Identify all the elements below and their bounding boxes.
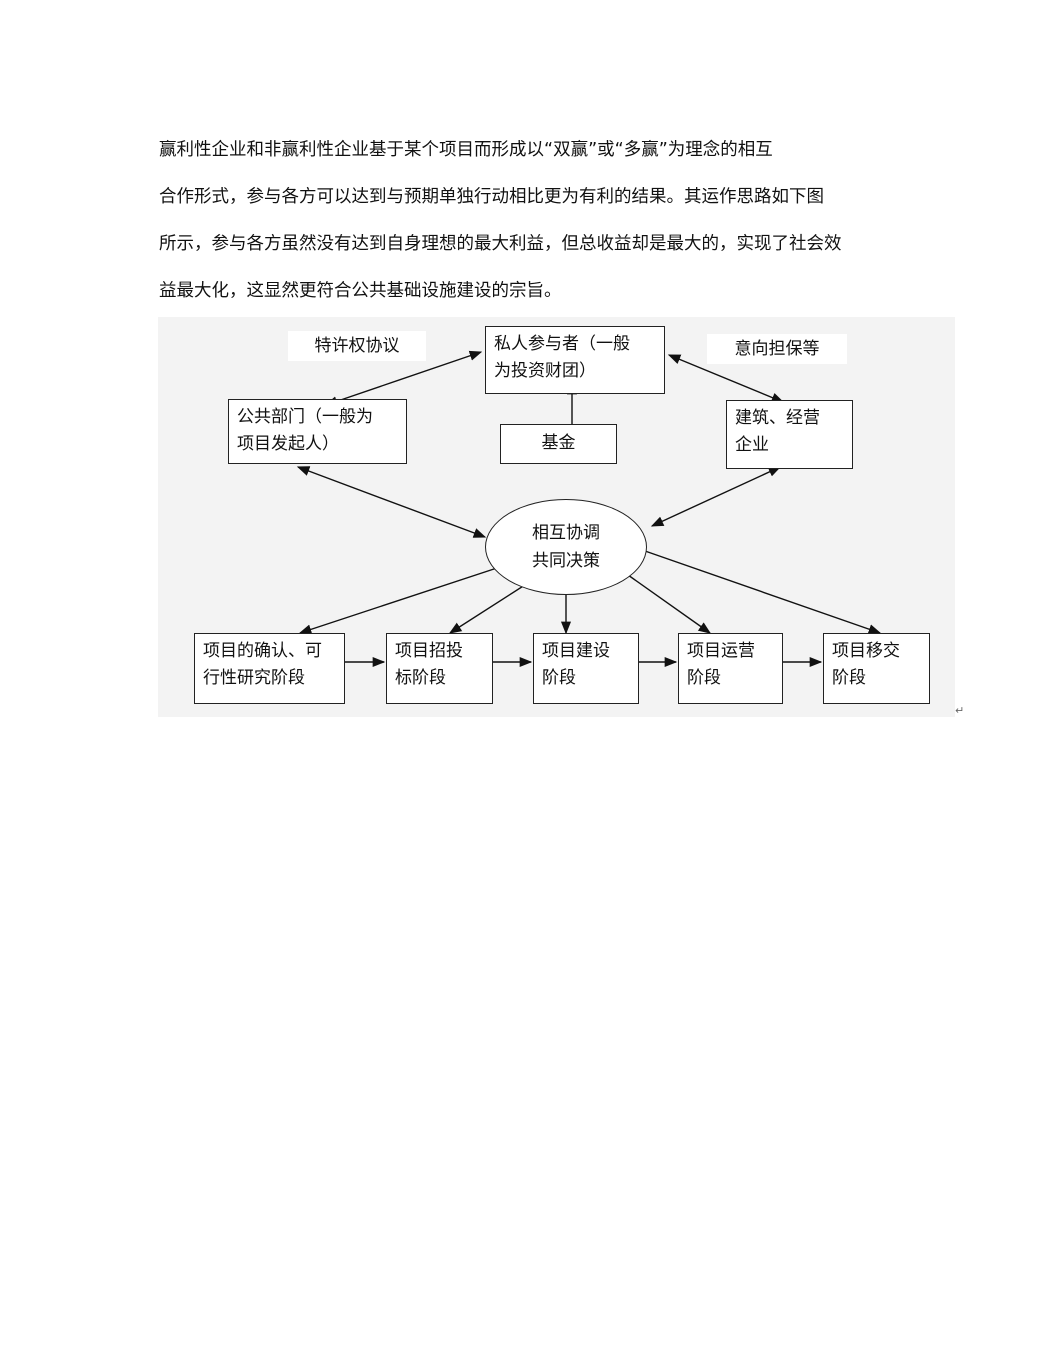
private-party-line: 私人参与者（一般 xyxy=(494,334,630,354)
stage-line: 项目的确认、可 xyxy=(203,641,322,661)
paragraph-line: 所示，参与各方虽然没有达到自身理想的最大利益，但总收益却是最大的，实现了社会效 xyxy=(159,234,842,254)
stage-line: 阶段 xyxy=(832,668,866,688)
public-sector-line: 项目发起人） xyxy=(237,434,339,454)
paragraph-line: 益最大化，这显然更符合公共基础设施建设的宗旨。 xyxy=(159,281,562,301)
stage-transfer-box: 项目移交 阶段 xyxy=(823,633,930,704)
stage-line: 项目建设 xyxy=(542,641,610,661)
concession-agreement-label: 特许权协议 xyxy=(288,331,426,361)
public-sector-box: 公共部门（一般为 项目发起人） xyxy=(228,399,407,464)
construction-line: 企业 xyxy=(735,435,769,455)
coordination-line: 相互协调 xyxy=(532,523,600,543)
stage-line: 项目招投 xyxy=(395,641,463,661)
stage-operation-box: 项目运营 阶段 xyxy=(678,633,783,704)
ppp-operation-diagram: 特许权协议 意向担保等 私人参与者（一般 为投资财团） 公共部门（一般为 项目发… xyxy=(158,317,955,717)
stage-feasibility-box: 项目的确认、可 行性研究阶段 xyxy=(194,633,345,704)
arrow-center-stage4 xyxy=(627,574,712,634)
construction-line: 建筑、经营 xyxy=(735,408,820,428)
arrow-construction-center xyxy=(650,466,782,527)
diagram-arrows xyxy=(296,350,882,668)
arrow-private-construction xyxy=(667,354,785,403)
stage-construction-box: 项目建设 阶段 xyxy=(533,633,639,704)
paragraph-mark: ↵ xyxy=(955,704,965,717)
public-sector-line: 公共部门（一般为 xyxy=(237,407,373,427)
fund-box: 基金 xyxy=(500,424,617,464)
private-party-box: 私人参与者（一般 为投资财团） xyxy=(485,326,665,394)
construction-operation-box: 建筑、经营 企业 xyxy=(726,400,853,469)
stage-line: 行性研究阶段 xyxy=(203,668,305,688)
stage-line: 阶段 xyxy=(542,668,576,688)
arrow-center-stage2 xyxy=(448,582,529,634)
stage-line: 项目移交 xyxy=(832,641,900,661)
stage-line: 阶段 xyxy=(687,668,721,688)
stage-line: 标阶段 xyxy=(395,668,446,688)
coordination-line: 共同决策 xyxy=(532,551,600,571)
stage-bidding-box: 项目招投 标阶段 xyxy=(386,633,493,704)
arrow-center-stage1 xyxy=(298,566,501,635)
arrow-public-private xyxy=(324,350,483,407)
coordination-ellipse: 相互协调 共同决策 xyxy=(485,499,647,595)
paragraph-line: 合作形式，参与各方可以达到与预期单独行动相比更为有利的结果。其运作思路如下图 xyxy=(159,187,824,207)
private-party-line: 为投资财团） xyxy=(494,361,596,381)
paragraph-line: 赢利性企业和非赢利性企业基于某个项目而形成以“双赢”或“多赢”为理念的相互 xyxy=(159,140,773,160)
arrow-center-stage5 xyxy=(644,550,882,635)
arrow-public-center xyxy=(296,466,487,538)
guarantee-label: 意向担保等 xyxy=(707,334,847,364)
stage-line: 项目运营 xyxy=(687,641,755,661)
